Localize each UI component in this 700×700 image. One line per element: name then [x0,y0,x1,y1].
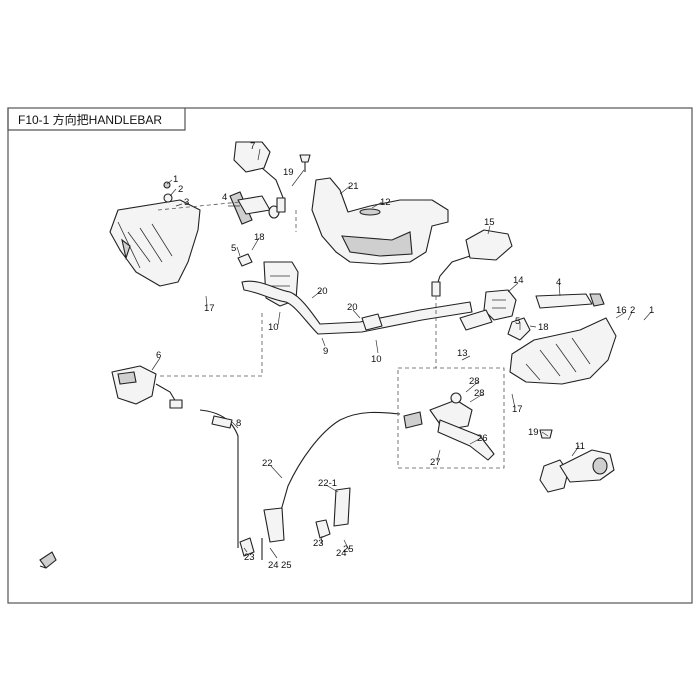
cable-adjuster-22-1 [315,487,351,539]
callout-13: 13 [457,348,468,359]
handlebar-cover [311,177,449,265]
callout-1-left: 1 [173,174,178,185]
callout-22: 22 [262,458,273,469]
callout-19-top: 19 [283,167,294,178]
callout-3: 3 [184,197,189,208]
page-title: F10-1 方向把HANDLEBAR [18,112,162,127]
callout-5-right: 5 [515,316,520,327]
callout-4-right: 4 [556,277,561,288]
right-grip [535,293,605,309]
callout-24-right: 24 [336,548,347,559]
callout-20-right: 20 [347,302,358,313]
callout-9: 9 [323,346,328,357]
brand-logo-icon [39,551,57,569]
title-box [7,108,186,131]
callout-12: 12 [380,197,391,208]
callout-19-right: 19 [528,427,539,438]
callout-14: 14 [513,275,524,286]
callout-1-right: 1 [649,305,654,316]
callout-25-right: 25 [343,544,354,555]
callout-2-left: 2 [178,184,183,195]
callout-28-bottom: 28 [474,388,485,399]
throttle-cable [199,409,239,548]
right-clamp [507,317,531,341]
handlebar-tube [241,280,473,335]
callout-25-left: 25 [281,560,292,571]
callout-23-left: 23 [244,552,255,563]
clutch-lever [403,392,495,461]
right-hand-guard [509,317,617,385]
callout-5-left: 5 [231,243,236,254]
callout-2-right: 2 [630,305,635,316]
callout-17-right: 17 [512,404,523,415]
callout-17-left: 17 [204,303,215,314]
lever-perch-11 [539,429,615,493]
callout-16: 16 [616,305,627,316]
left-mirror [233,141,286,213]
callout-7: 7 [250,141,255,152]
callout-26: 26 [477,433,488,444]
callout-6: 6 [156,350,161,361]
callout-8: 8 [236,418,241,429]
callout-20-left: 20 [317,286,328,297]
callout-24-left: 24 [268,560,279,571]
callout-27: 27 [430,457,441,468]
clip-19-top [299,154,311,172]
callout-18-right: 18 [538,322,549,333]
callout-10-right: 10 [371,354,382,365]
right-mirror [431,229,513,297]
callout-11: 11 [575,441,585,452]
callout-15: 15 [484,217,495,228]
callout-28-top: 28 [469,376,480,387]
callout-21: 21 [348,181,359,192]
brake-master-cylinder [111,365,183,409]
right-throttle-switch [459,289,517,331]
callout-22-1: 22-1 [318,478,337,489]
left-grip [229,191,280,225]
lever-assembly-box [397,367,505,469]
callout-4-left: 4 [222,192,227,203]
callout-18-left: 18 [254,232,265,243]
clutch-cable [239,411,401,560]
bolt-1-left [163,181,173,203]
left-hand-guard [109,199,201,287]
callout-10-left: 10 [268,322,279,333]
diagram-frame [7,107,693,604]
callout-23-right: 23 [313,538,324,549]
